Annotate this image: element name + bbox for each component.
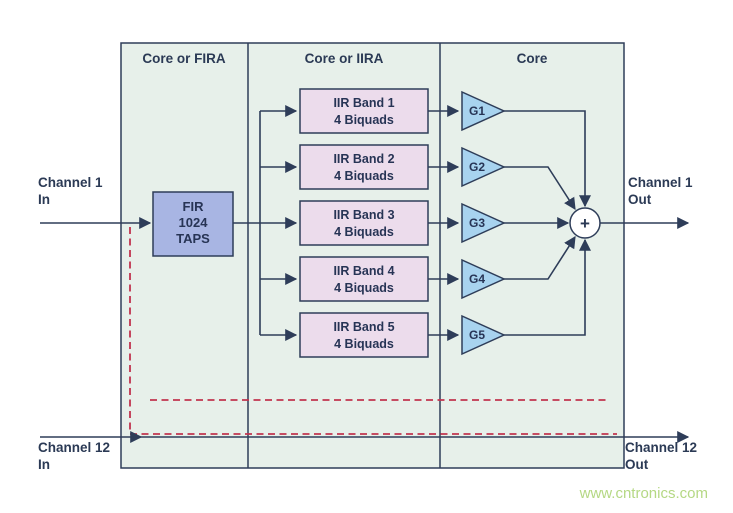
gain4-to-sum-route (504, 235, 576, 280)
iir-band-2-sub: 4 Biquads (334, 169, 394, 183)
iir-band-5-sub: 4 Biquads (334, 337, 394, 351)
column-header-core-or-fira: Core or FIRA (142, 51, 226, 66)
gain-g4: G4 (461, 258, 506, 300)
iir-band-2: IIR Band 2 4 Biquads (299, 144, 429, 190)
iir-band-4-block (299, 256, 429, 302)
iir-band-5-block (299, 312, 429, 358)
channel1-in-label-line2: In (38, 192, 50, 207)
gain-g3: G3 (461, 202, 506, 244)
gain-g4-triangle (461, 258, 506, 300)
gain-g2-triangle (461, 146, 506, 188)
channel1-out-label: Channel 1 (628, 175, 693, 190)
channel1-in-label: Channel 1 (38, 175, 103, 190)
iir-band-1-name: IIR Band 1 (333, 96, 394, 110)
gain-g2-label: G2 (469, 160, 485, 174)
channel1-out-label-line2: Out (628, 192, 652, 207)
gain1-to-sum-route (504, 110, 591, 208)
iir-band-1-sub: 4 Biquads (334, 113, 394, 127)
gain-g3-label: G3 (469, 216, 485, 230)
gain-g1: G1 (461, 90, 506, 132)
iir-band-4-sub: 4 Biquads (334, 281, 394, 295)
iir-band-5-name: IIR Band 5 (333, 320, 394, 334)
gain-g1-label: G1 (469, 104, 485, 118)
iir-band-3-name: IIR Band 3 (333, 208, 394, 222)
fir-block (152, 191, 234, 257)
gain-g2: G2 (461, 146, 506, 188)
iir-band-4-name: IIR Band 4 (333, 264, 394, 278)
gain-g4-label: G4 (469, 272, 485, 286)
iir-band-2-name: IIR Band 2 (333, 152, 394, 166)
gain-g5: G5 (461, 314, 506, 356)
gain-g3-triangle (461, 202, 506, 244)
watermark-text: www.cntronics.com (579, 485, 708, 502)
gain2-to-sum-route (504, 166, 576, 211)
iir-band-1-block (299, 88, 429, 134)
gain-g5-label: G5 (469, 328, 485, 342)
fir-block-label-line3: TAPS (176, 231, 210, 246)
channel12-out-label-line2: Out (625, 457, 649, 472)
iir-band-3: IIR Band 3 4 Biquads (299, 200, 429, 246)
iir-band-3-block (299, 200, 429, 246)
gain-g1-triangle (461, 90, 506, 132)
summing-node-plus: + (580, 214, 590, 233)
iir-band-1: IIR Band 1 4 Biquads (299, 88, 429, 134)
gain-g5-triangle (461, 314, 506, 356)
gain5-to-sum-route (504, 238, 591, 336)
column-header-core: Core (517, 51, 548, 66)
fir-block-label-line2: 1024 (179, 215, 209, 230)
iir-band-5: IIR Band 5 4 Biquads (299, 312, 429, 358)
channel12-out-label: Channel 12 (625, 440, 697, 455)
channel12-in-label-line2: In (38, 457, 50, 472)
fir-block-label-line1: FIR (183, 199, 205, 214)
channel12-in-label: Channel 12 (38, 440, 110, 455)
column-header-core-or-iira: Core or IIRA (305, 51, 384, 66)
iir-band-4: IIR Band 4 4 Biquads (299, 256, 429, 302)
iir-band-3-sub: 4 Biquads (334, 225, 394, 239)
iir-band-2-block (299, 144, 429, 190)
